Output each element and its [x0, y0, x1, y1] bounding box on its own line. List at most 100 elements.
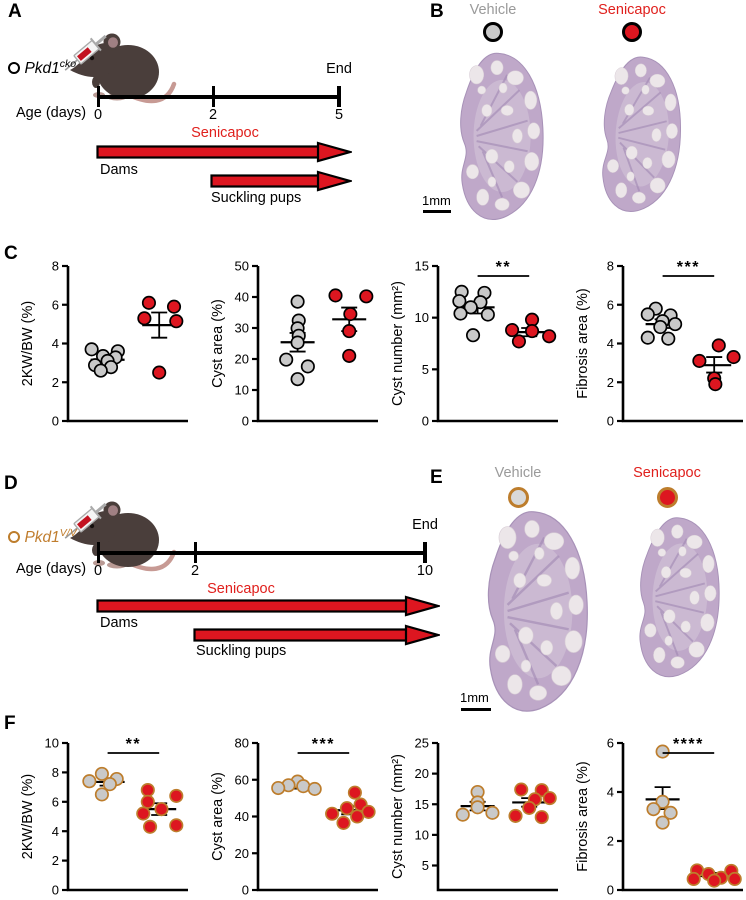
svg-text:Cyst area (%): Cyst area (%) [210, 772, 226, 861]
svg-text:6: 6 [52, 297, 59, 312]
svg-text:60: 60 [235, 772, 249, 787]
svg-text:Cyst number (mm²): Cyst number (mm²) [390, 754, 406, 879]
svg-text:2: 2 [52, 853, 59, 868]
svg-text:50: 50 [235, 259, 249, 274]
svg-text:0: 0 [242, 883, 249, 898]
timeline-a-num-2: 2 [208, 107, 218, 123]
svg-text:4: 4 [607, 785, 614, 800]
genotype-a: Pkd1cko [8, 59, 76, 78]
gene-superscript: cko [59, 58, 77, 70]
treatment-arrow-pups-a [210, 170, 352, 192]
svg-text:6: 6 [607, 297, 614, 312]
scalebar-e-line [461, 708, 491, 711]
timeline-a-tick-2 [211, 86, 215, 107]
svg-text:0: 0 [52, 414, 59, 429]
arrow-a-dams-label: Dams [100, 162, 138, 178]
panel-f-label: F [4, 713, 16, 734]
svg-text:0: 0 [242, 414, 249, 429]
scalebar-b-label: 1mm [422, 193, 451, 208]
panel-e-label: E [430, 467, 443, 488]
svg-text:25: 25 [415, 736, 429, 751]
arrow-d-pups-label: Suckling pups [196, 643, 287, 659]
svg-text:30: 30 [235, 321, 249, 336]
svg-text:4: 4 [52, 824, 59, 839]
svg-text:20: 20 [235, 352, 249, 367]
vehicle-circle-marker-b [483, 22, 503, 42]
timeline-a-end-label: End [326, 61, 352, 77]
genotype-d: Pkd1V/V [8, 528, 77, 547]
timeline-d-tick-0 [96, 542, 100, 563]
svg-text:2: 2 [607, 375, 614, 390]
panel-a-label: A [8, 1, 22, 22]
svg-text:**: ** [496, 259, 511, 276]
svg-text:Cyst number (mm²): Cyst number (mm²) [390, 281, 406, 406]
timeline-a-num-5: 5 [334, 107, 344, 123]
timeline-d-tick-2 [193, 542, 197, 563]
panel-e-senicapoc-label: Senicapoc [633, 465, 701, 481]
timeline-a-drug-label: Senicapoc [191, 125, 259, 141]
kidney-histology-senicapoc-e [619, 512, 731, 682]
svg-text:10: 10 [45, 736, 59, 751]
timeline-a-tick-0 [96, 86, 100, 107]
timeline-a-age-label: Age (days) [16, 105, 87, 121]
svg-text:10: 10 [415, 827, 429, 842]
panel-e-vehicle-label: Vehicle [494, 465, 542, 481]
chart-c-2kwbw: 0 2 4 6 8 2KW/BW (%) [2, 250, 192, 435]
kidney-histology-senicapoc-b [586, 48, 690, 221]
svg-text:40: 40 [235, 809, 249, 824]
treatment-arrow-dams-d [96, 595, 440, 617]
senicapoc-circle-marker-e [657, 487, 678, 508]
panel-b-vehicle-label: Vehicle [469, 2, 517, 18]
svg-text:40: 40 [235, 290, 249, 305]
svg-text:5: 5 [422, 362, 429, 377]
gene-name: Pkd1 [24, 60, 60, 78]
svg-text:****: **** [673, 736, 704, 753]
open-circle-marker-orange [8, 531, 20, 544]
svg-text:2: 2 [52, 375, 59, 390]
vehicle-circle-marker-e [508, 487, 529, 508]
svg-text:2KW/BW (%): 2KW/BW (%) [20, 301, 36, 386]
svg-text:0: 0 [607, 414, 614, 429]
kidney-histology-vehicle-e [466, 507, 598, 715]
svg-text:***: *** [312, 736, 335, 753]
svg-text:4: 4 [52, 336, 59, 351]
timeline-d-num-0: 0 [93, 563, 103, 579]
timeline-a-num-0: 0 [93, 107, 103, 123]
svg-text:15: 15 [415, 797, 429, 812]
svg-text:8: 8 [607, 259, 614, 274]
svg-text:Fibrosis area (%): Fibrosis area (%) [575, 761, 591, 871]
svg-text:0: 0 [422, 414, 429, 429]
panel-b-label: B [430, 1, 444, 22]
svg-text:Fibrosis area (%): Fibrosis area (%) [575, 288, 591, 398]
panel-c-label: C [4, 243, 18, 264]
svg-text:20: 20 [415, 766, 429, 781]
scalebar-e-label: 1mm [460, 690, 489, 705]
scalebar-b-line [423, 210, 451, 213]
open-circle-marker [8, 62, 20, 75]
gene-superscript-d: V/V [59, 527, 77, 539]
svg-text:0: 0 [607, 883, 614, 898]
svg-text:2: 2 [607, 834, 614, 849]
svg-text:5: 5 [422, 858, 429, 873]
kidney-histology-vehicle-b [446, 44, 548, 228]
svg-text:80: 80 [235, 736, 249, 751]
svg-text:2KW/BW (%): 2KW/BW (%) [20, 774, 36, 859]
arrow-d-dams-label: Dams [100, 615, 138, 631]
timeline-d-num-10: 10 [416, 563, 434, 579]
treatment-arrow-dams-a [96, 141, 352, 163]
svg-text:10: 10 [235, 383, 249, 398]
panel-d-label: D [4, 473, 18, 494]
gene-name-d: Pkd1 [24, 529, 60, 547]
timeline-d-age-label: Age (days) [16, 561, 87, 577]
svg-text:***: *** [677, 259, 700, 276]
arrow-a-pups-label: Suckling pups [211, 190, 302, 206]
svg-text:6: 6 [607, 736, 614, 751]
svg-text:8: 8 [52, 259, 59, 274]
timeline-a-tick-5 [337, 86, 341, 107]
